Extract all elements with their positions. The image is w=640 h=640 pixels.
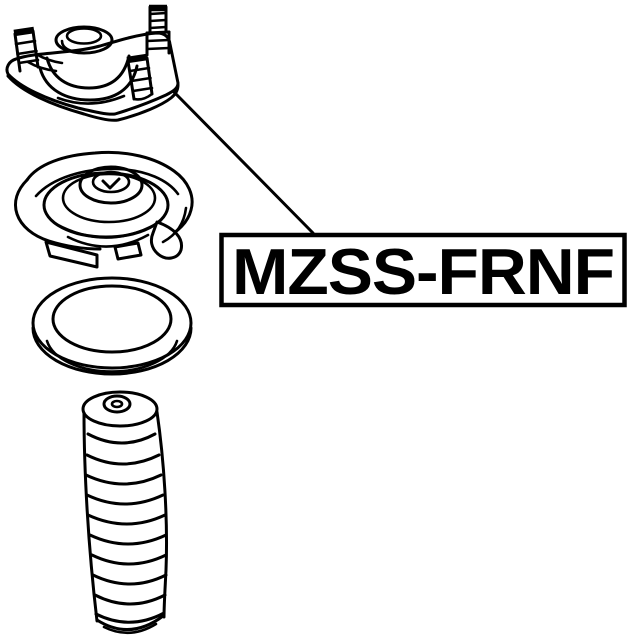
bearing-spring-seat-icon <box>13 150 194 269</box>
mount-dome-cap-inner <box>65 27 103 45</box>
seat-dish-inner <box>61 172 157 224</box>
seat-outer-left <box>13 178 102 251</box>
mount-stud-left <box>13 26 40 73</box>
mount-stud-top-right <box>145 4 171 57</box>
boot-top-hole-inner <box>110 399 124 409</box>
seat-lip-arc-2 <box>66 233 150 248</box>
ring-bottom-rim-inner <box>45 339 179 373</box>
seat-outer-right <box>25 150 194 240</box>
mount-dome-cap <box>54 25 114 55</box>
seat-hub-notch <box>101 177 121 190</box>
mount-dome-base <box>38 64 139 102</box>
mount-plate-outline <box>5 31 180 116</box>
mount-dome-cap-hook <box>60 39 82 54</box>
strut-mount-icon <box>5 4 180 122</box>
part-label-border <box>219 232 627 308</box>
mount-plate-thickness <box>6 74 180 122</box>
boot-top-cap <box>81 390 159 428</box>
mount-dome-mid <box>45 54 131 90</box>
mount-dome-skirt <box>56 94 126 105</box>
mount-crease-1 <box>34 52 64 65</box>
ring-bottom-rim <box>31 326 193 376</box>
leader-line <box>172 90 315 235</box>
part-label-box: MZSS-FRNF <box>219 232 627 308</box>
ring-gasket-icon <box>31 276 193 376</box>
ring-outer <box>31 276 193 370</box>
seat-rim-surface <box>34 167 180 198</box>
seat-hub-inner <box>91 170 131 194</box>
ring-inner <box>51 284 173 354</box>
mount-stud-middle <box>126 53 154 101</box>
boot-bottom <box>95 614 165 632</box>
boot-side-left <box>82 411 99 623</box>
seat-tab <box>113 241 143 261</box>
seat-foot-left <box>44 240 99 269</box>
seat-hub-outer <box>78 165 144 205</box>
boot-top-hole <box>102 394 132 414</box>
boot-bottom-inner <box>102 622 158 635</box>
mount-crease-2 <box>26 60 58 73</box>
boot-side-right <box>155 410 169 619</box>
seat-lip-arc-1 <box>54 220 162 239</box>
seat-rim-inner-right <box>161 206 188 244</box>
boot-ribs <box>84 432 168 624</box>
part-code-label: MZSS-FRNF <box>232 235 614 308</box>
dust-boot-icon <box>81 390 169 635</box>
